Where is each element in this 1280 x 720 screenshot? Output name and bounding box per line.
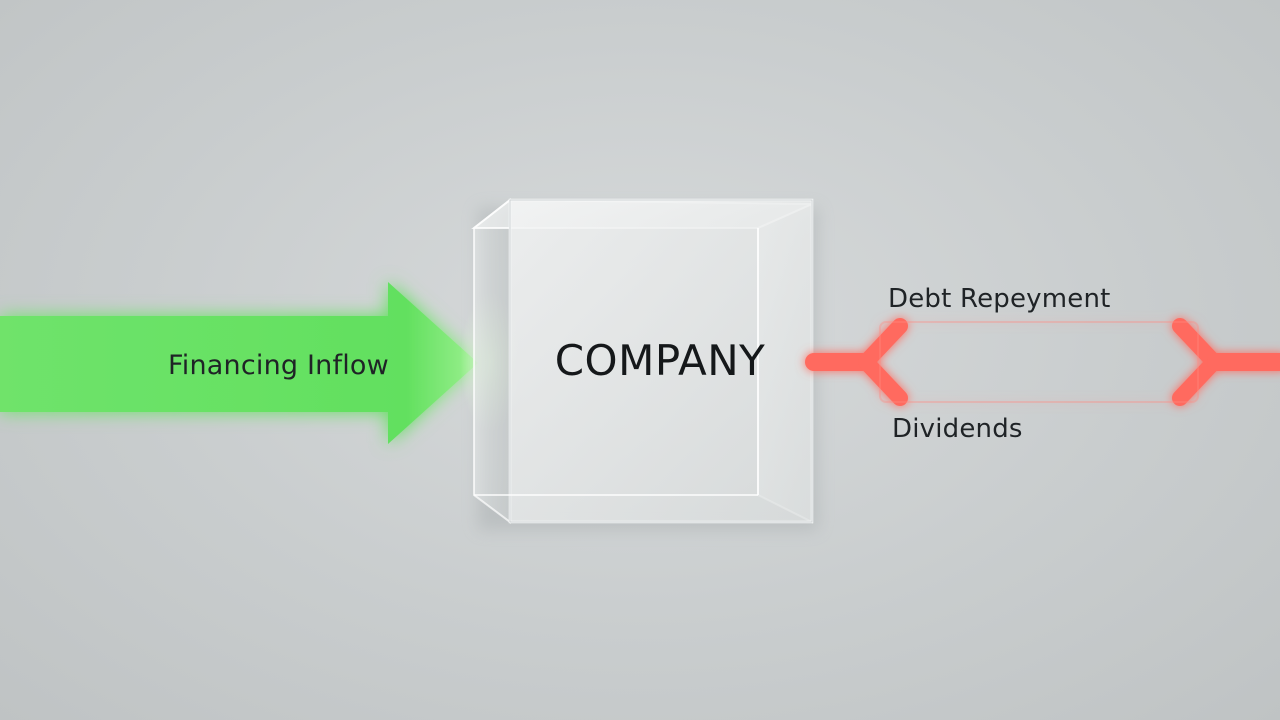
outflow-chevron-left [858,318,908,406]
outflow-channel [879,321,1199,403]
outflow-arrows [805,318,1280,406]
company-box [471,197,818,530]
company-label: COMPANY [554,336,766,385]
financing-inflow-label: Financing Inflow [168,350,389,381]
dividends-label: Dividends [892,414,1023,444]
debt-repayment-label: Debt Repeyment [888,284,1111,314]
financing-inflow-arrow [0,282,478,444]
